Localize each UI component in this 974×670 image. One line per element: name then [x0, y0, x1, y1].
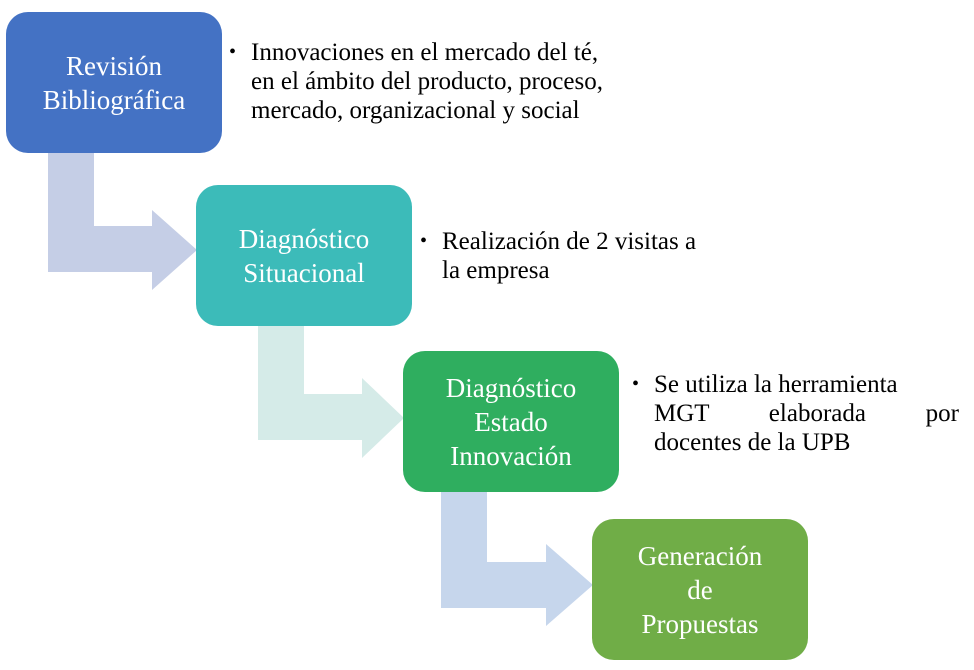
step-box-revision-bibliografica: Revisión Bibliográfica	[6, 12, 222, 153]
description-line: Realización de 2 visitas a	[442, 228, 697, 255]
description-line: mercado, organizacional y social	[251, 97, 580, 124]
description-line: Innovaciones en el mercado del té,	[251, 39, 599, 66]
step-title-line: Revisión	[65, 50, 162, 81]
step-description-3: • Se utiliza la herramienta MGT elaborad…	[632, 370, 962, 462]
connector-arrow-2	[258, 326, 404, 458]
step-title-line: Propuestas	[641, 608, 759, 639]
connector-arrow-3	[441, 492, 593, 626]
description-line: docentes de la UPB	[654, 429, 851, 456]
step-title-line: Bibliográfica	[42, 84, 186, 115]
description-line: en el ámbito del producto, proceso,	[251, 68, 603, 95]
description-line: Se utiliza la herramienta	[654, 371, 898, 398]
step-title-line: Situacional	[243, 257, 365, 288]
bullet-icon: •	[420, 230, 428, 252]
step-title-line: Innovación	[450, 440, 572, 471]
step-title-line: Diagnóstico	[445, 372, 577, 403]
step-description-1: • Innovaciones en el mercado del té, en …	[229, 38, 699, 130]
bullet-icon: •	[229, 41, 237, 63]
justified-line-text: MGT elaborada por	[654, 400, 959, 427]
description-lines: Se utiliza la herramienta MGT elaborada …	[654, 370, 959, 457]
step-box-diagnostico-estado-innovacion: Diagnóstico Estado Innovación	[403, 351, 619, 492]
description-line-justified: MGT elaborada por	[654, 399, 959, 428]
step-title-line: Generación	[637, 540, 763, 571]
step-title-line: Estado	[474, 406, 548, 437]
step-title-line: Diagnóstico	[238, 223, 370, 254]
step-box-generacion-propuestas: Generación de Propuestas	[592, 519, 808, 660]
connector-arrow-1	[48, 153, 197, 290]
description-line: la empresa	[442, 257, 550, 284]
step-box-diagnostico-situacional: Diagnóstico Situacional	[196, 185, 412, 326]
description-lines: Innovaciones en el mercado del té, en el…	[251, 38, 603, 125]
bullet-icon: •	[632, 373, 640, 395]
step-description-2: • Realización de 2 visitas a la empresa	[420, 227, 750, 287]
step-title-line: de	[687, 574, 713, 605]
description-lines: Realización de 2 visitas a la empresa	[442, 227, 696, 285]
